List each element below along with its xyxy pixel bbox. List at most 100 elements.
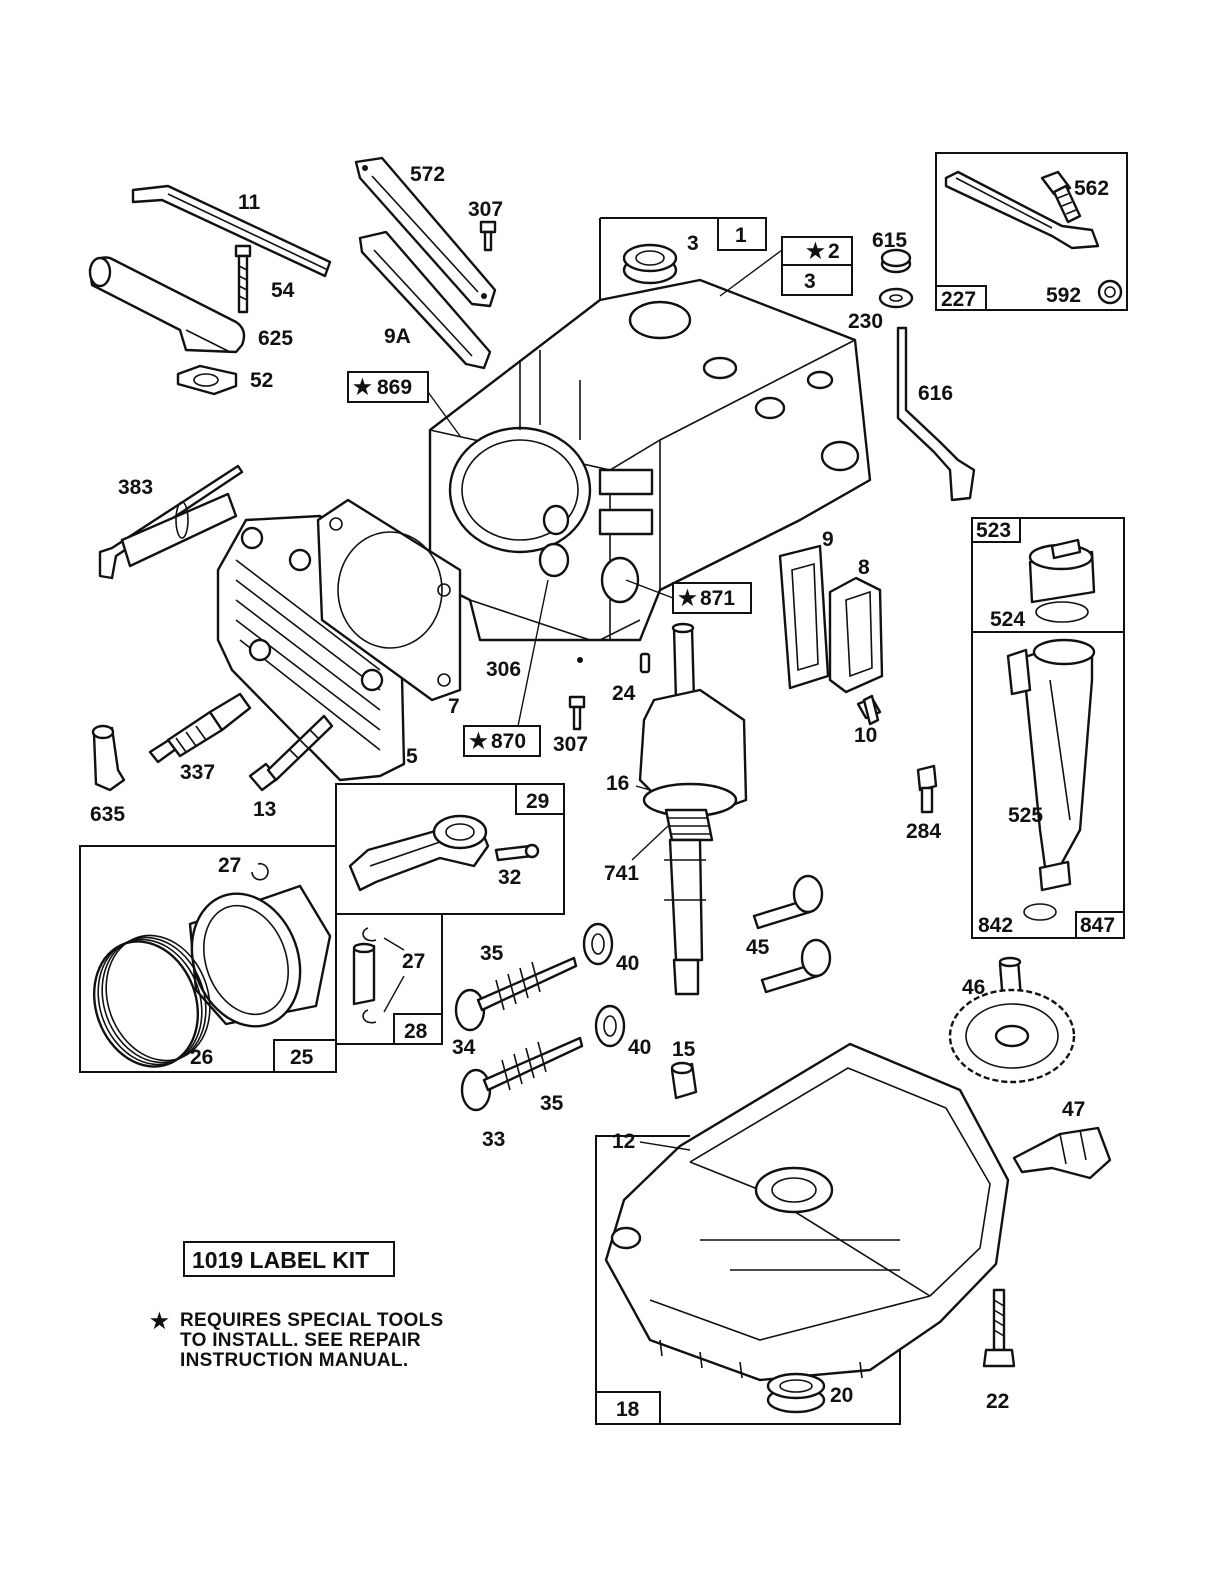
part-11-rod	[133, 186, 330, 276]
label-52: 52	[250, 369, 273, 392]
part-337-spark-plug	[150, 694, 250, 762]
part-52-gasket	[178, 366, 236, 394]
label-35-top: 35	[480, 942, 504, 965]
footnote-line-2: TO INSTALL. SEE REPAIR	[180, 1330, 421, 1351]
label-25: 25	[290, 1046, 314, 1069]
label-45: 45	[746, 936, 770, 959]
oil-fill-kit-frame	[972, 518, 1124, 938]
label-26: 26	[190, 1046, 213, 1069]
label-35-bottom: 35	[540, 1092, 564, 1115]
special-tool-star-870: ★	[469, 730, 488, 753]
label-842: 842	[978, 914, 1013, 937]
footnote-line-3: INSTRUCTION MANUAL.	[180, 1350, 408, 1371]
footnote-star: ★	[150, 1310, 169, 1333]
part-45-tappet-bottom	[762, 940, 830, 992]
part-18-sump	[606, 1044, 1008, 1380]
part-40-retainer-top	[584, 924, 612, 964]
label-615: 615	[872, 229, 907, 252]
label-10: 10	[854, 724, 877, 747]
special-tool-star-869: ★	[353, 376, 372, 399]
label-525: 525	[1008, 804, 1043, 827]
label-33: 33	[482, 1128, 505, 1151]
special-tool-star-2: ★	[806, 240, 825, 263]
label-523: 523	[976, 519, 1011, 542]
part-33-valve-exhaust	[462, 1038, 582, 1110]
label-3b: 3	[804, 270, 816, 293]
part-47-governor-crank	[1014, 1128, 1110, 1178]
part-34-valve-intake	[456, 958, 576, 1030]
label-307-top: 307	[468, 198, 503, 221]
label-524: 524	[990, 608, 1025, 631]
label-869: 869	[377, 376, 412, 399]
part-307-screw-lower	[570, 697, 584, 729]
label-306: 306	[486, 658, 521, 681]
label-15: 15	[672, 1038, 696, 1061]
part-10-screw	[858, 696, 880, 724]
label-12: 12	[612, 1130, 635, 1153]
label-7: 7	[448, 695, 460, 718]
part-230-washer	[880, 289, 912, 307]
label-34: 34	[452, 1036, 476, 1059]
label-870: 870	[491, 730, 526, 753]
footnote-line-1: REQUIRES SPECIAL TOOLS	[180, 1310, 444, 1331]
label-383: 383	[118, 476, 153, 499]
part-54-screw	[236, 246, 250, 312]
label-9: 9	[822, 528, 834, 551]
part-22-bolt	[984, 1290, 1014, 1366]
label-9a: 9A	[384, 325, 411, 348]
part-635-elbow	[93, 726, 124, 790]
label-2: 2	[828, 240, 840, 263]
label-40-bottom: 40	[628, 1036, 651, 1059]
label-40-top: 40	[616, 952, 639, 975]
part-45-tappet-top	[754, 876, 822, 928]
label-20: 20	[830, 1384, 853, 1407]
label-47: 47	[1062, 1098, 1085, 1121]
label-230: 230	[848, 310, 883, 333]
part-9-gasket	[780, 546, 828, 688]
label-572: 572	[410, 163, 445, 186]
part-616-governor-lever	[898, 328, 974, 500]
part-15-plug	[672, 1063, 696, 1098]
part-615-seal	[882, 250, 910, 272]
label-54: 54	[271, 279, 295, 302]
label-227: 227	[941, 288, 976, 311]
label-28: 28	[404, 1020, 428, 1043]
label-46: 46	[962, 976, 985, 999]
label-27-pin: 27	[402, 950, 425, 973]
label-8: 8	[858, 556, 870, 579]
label-27-top: 27	[218, 854, 241, 877]
label-625: 625	[258, 327, 293, 350]
label-kit-text: 1019 LABEL KIT	[192, 1247, 369, 1273]
label-29: 29	[526, 790, 549, 813]
label-16: 16	[606, 772, 629, 795]
label-5: 5	[406, 745, 418, 768]
label-1: 1	[735, 224, 747, 247]
part-8-breather	[830, 578, 882, 692]
part-284-screw	[918, 766, 936, 812]
label-13: 13	[253, 798, 276, 821]
special-tool-star-871: ★	[678, 587, 697, 610]
label-22: 22	[986, 1390, 1009, 1413]
part-307-screw-top	[481, 222, 495, 250]
label-11: 11	[238, 191, 261, 214]
label-847: 847	[1080, 914, 1115, 937]
label-562: 562	[1074, 177, 1109, 200]
label-337: 337	[180, 761, 215, 784]
part-24-dowel	[641, 654, 649, 672]
label-307-lower: 307	[553, 733, 588, 756]
part-40-retainer-bottom	[596, 1006, 624, 1046]
label-635: 635	[90, 803, 125, 826]
part-16-crankshaft	[640, 624, 746, 994]
label-616: 616	[918, 382, 953, 405]
label-24: 24	[612, 682, 636, 705]
part-3-seal	[624, 245, 676, 283]
label-32: 32	[498, 866, 521, 889]
part-20-seal	[768, 1374, 824, 1412]
label-871: 871	[700, 587, 735, 610]
part-625-tube	[90, 258, 244, 353]
label-3a: 3	[687, 232, 699, 255]
label-284: 284	[906, 820, 941, 843]
label-18: 18	[616, 1398, 640, 1421]
label-592: 592	[1046, 284, 1081, 307]
